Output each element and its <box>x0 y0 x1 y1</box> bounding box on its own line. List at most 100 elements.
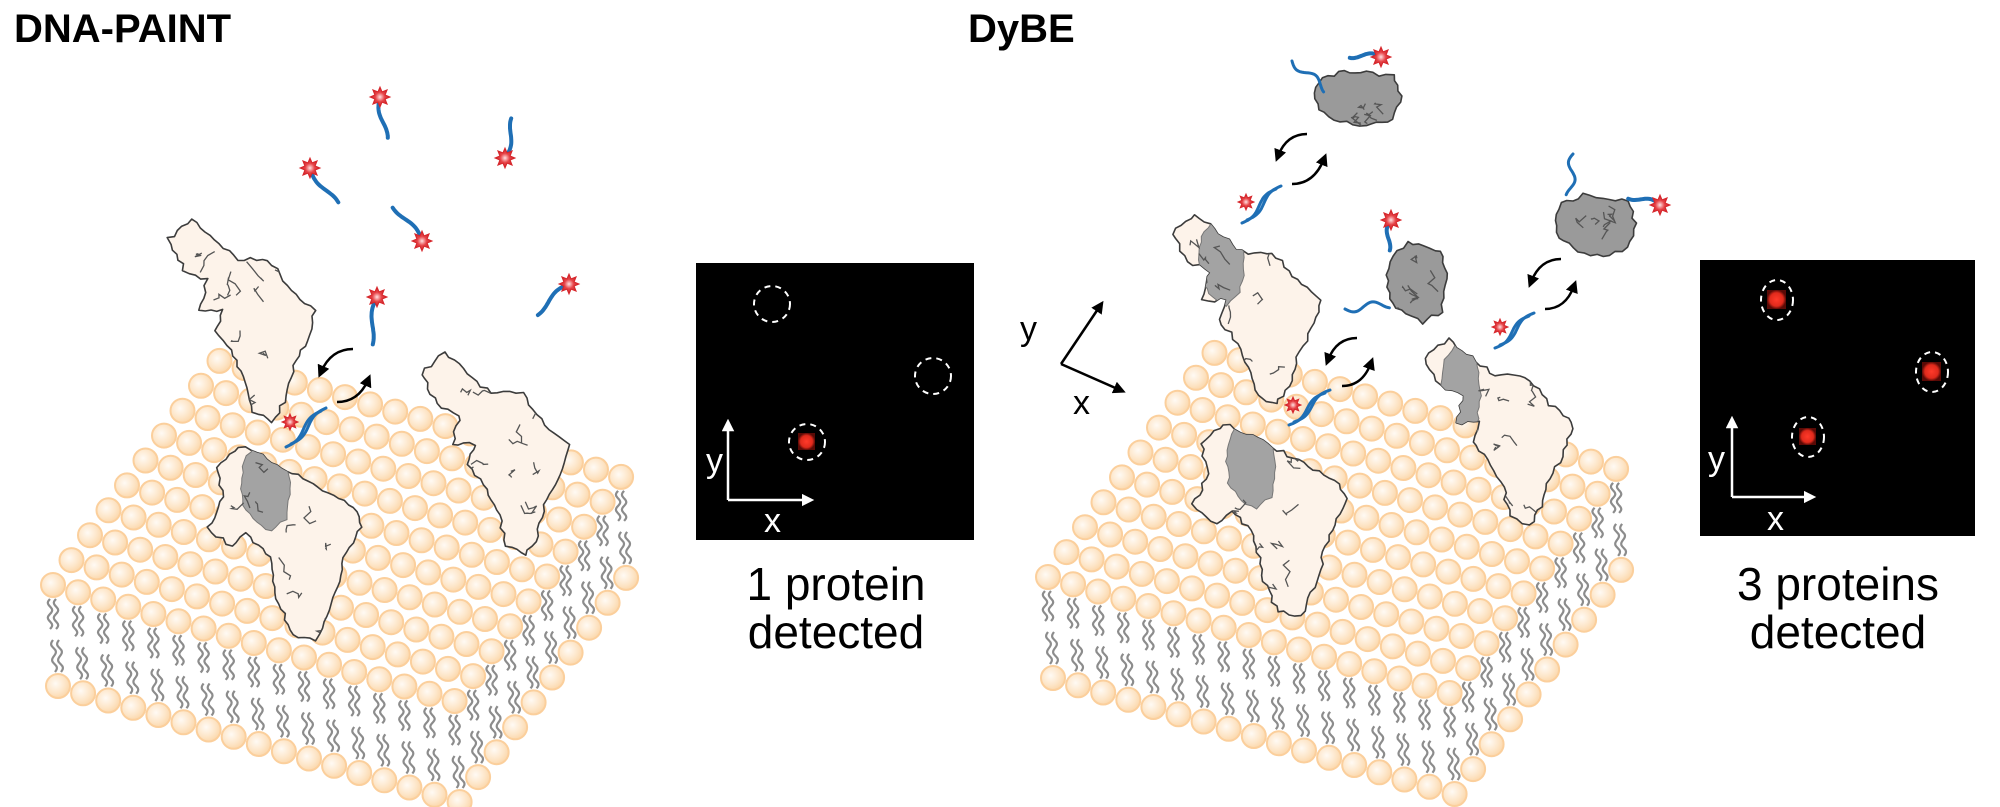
lipid-head <box>1122 528 1149 555</box>
lipid-tail <box>1198 633 1205 666</box>
lipid-tail <box>1251 689 1260 723</box>
protein-texture-line <box>520 505 536 515</box>
lipid-head <box>1515 681 1542 708</box>
lipid-head <box>1472 508 1499 535</box>
lipid-tail <box>156 668 165 702</box>
protein-texture-line <box>1269 540 1285 550</box>
lipid-tail <box>1619 523 1628 557</box>
lipid-head <box>1378 512 1405 538</box>
lipid-head <box>184 583 210 610</box>
lipid-head <box>1222 557 1249 584</box>
lipid-head <box>1386 665 1413 692</box>
lipid-head <box>338 416 365 443</box>
lipid-tail <box>1508 672 1517 706</box>
lipid-head <box>1210 614 1237 641</box>
lipid-head <box>244 419 271 446</box>
lipid-tail <box>1327 711 1336 745</box>
lipid-head <box>1411 672 1438 699</box>
lipid-head <box>1510 580 1537 607</box>
lipid-tail <box>353 685 361 717</box>
lipid-head <box>1428 526 1455 553</box>
lipid-tail <box>1502 672 1511 706</box>
lipid-tail <box>1613 523 1622 557</box>
hybridized-imager-strand <box>1292 388 1332 424</box>
lipid-tail <box>1582 573 1591 607</box>
fluorophore-icon <box>280 412 300 432</box>
protein-texture-line <box>201 320 214 335</box>
lipid-head <box>382 398 409 425</box>
lipid-tail <box>525 655 534 690</box>
membrane-axis-x-label: x <box>1073 384 1090 422</box>
lipid-head <box>127 536 154 563</box>
lipid-head <box>1189 397 1216 423</box>
lipid-head <box>1353 504 1380 531</box>
lipid-head <box>1128 560 1155 587</box>
lipid-head <box>1416 773 1443 800</box>
lipid-head <box>1584 480 1611 507</box>
lipid-head <box>1422 494 1449 521</box>
lipid-tail <box>322 678 330 710</box>
lipid-tail <box>507 680 516 714</box>
lipid-tail <box>150 668 159 702</box>
lipid-tail <box>256 697 265 731</box>
unbinding-arrow <box>1324 336 1358 366</box>
protein-texture-line <box>1409 254 1418 264</box>
lipid-tail <box>1317 670 1325 702</box>
lipid-tail <box>485 664 492 696</box>
lipid-head <box>1608 556 1635 583</box>
lipid-head <box>1441 590 1468 617</box>
lipid-tail <box>1480 656 1487 688</box>
lipid-head <box>1485 573 1512 600</box>
fluorophore-icon <box>368 85 392 109</box>
lipid-tail <box>503 639 511 672</box>
lipid-head <box>520 689 547 716</box>
lipid-head <box>421 781 448 807</box>
lipid-head <box>1541 498 1567 525</box>
lipid-tail <box>71 605 79 638</box>
lipid-head <box>1265 730 1292 757</box>
lipid-tail <box>1173 626 1180 659</box>
lipid-tail <box>55 639 65 673</box>
lipid-head <box>1078 546 1105 573</box>
lipid-tail <box>1348 677 1356 709</box>
lipid-head <box>320 441 347 468</box>
dna-imager-strand <box>308 166 341 205</box>
lipid-tail <box>583 539 591 572</box>
lipid-tail <box>398 699 405 732</box>
lipid-head <box>1371 479 1398 506</box>
lipid-head <box>1115 496 1142 523</box>
lipid-head <box>460 663 487 690</box>
lipid-head <box>1159 478 1186 505</box>
lipid-head <box>1152 446 1179 473</box>
lipid-tail <box>1591 507 1598 539</box>
protein-texture-line <box>460 387 472 396</box>
lipid-tail <box>1050 631 1060 665</box>
lipid-head <box>1172 543 1199 570</box>
lipid-head <box>1453 533 1480 560</box>
undetected-protein-circle <box>914 357 952 395</box>
lipid-head <box>270 738 297 765</box>
lipid-head <box>1522 523 1549 550</box>
lipid-head <box>1090 679 1117 706</box>
lipid-head <box>515 588 542 615</box>
lipid-tail <box>206 682 215 717</box>
protein-texture-line <box>507 469 516 478</box>
lipid-head <box>1497 706 1524 733</box>
lipid-tail <box>1371 725 1380 759</box>
lipid-head <box>1134 471 1161 498</box>
binder-body <box>1385 240 1449 325</box>
lipid-head <box>1398 608 1425 635</box>
lipid-head <box>439 445 465 472</box>
fluorophore-icon <box>1369 45 1393 69</box>
lipid-head <box>1197 550 1224 577</box>
lipid-head <box>483 739 510 766</box>
lipid-tail <box>1270 696 1279 730</box>
lipid-tail <box>531 655 540 690</box>
lipid-head <box>1403 519 1430 546</box>
lipid-tail <box>125 661 134 695</box>
lipid-tail <box>1192 633 1199 666</box>
lipid-head <box>435 655 461 682</box>
lipid-head <box>269 426 296 453</box>
lipid-tail <box>300 711 310 746</box>
